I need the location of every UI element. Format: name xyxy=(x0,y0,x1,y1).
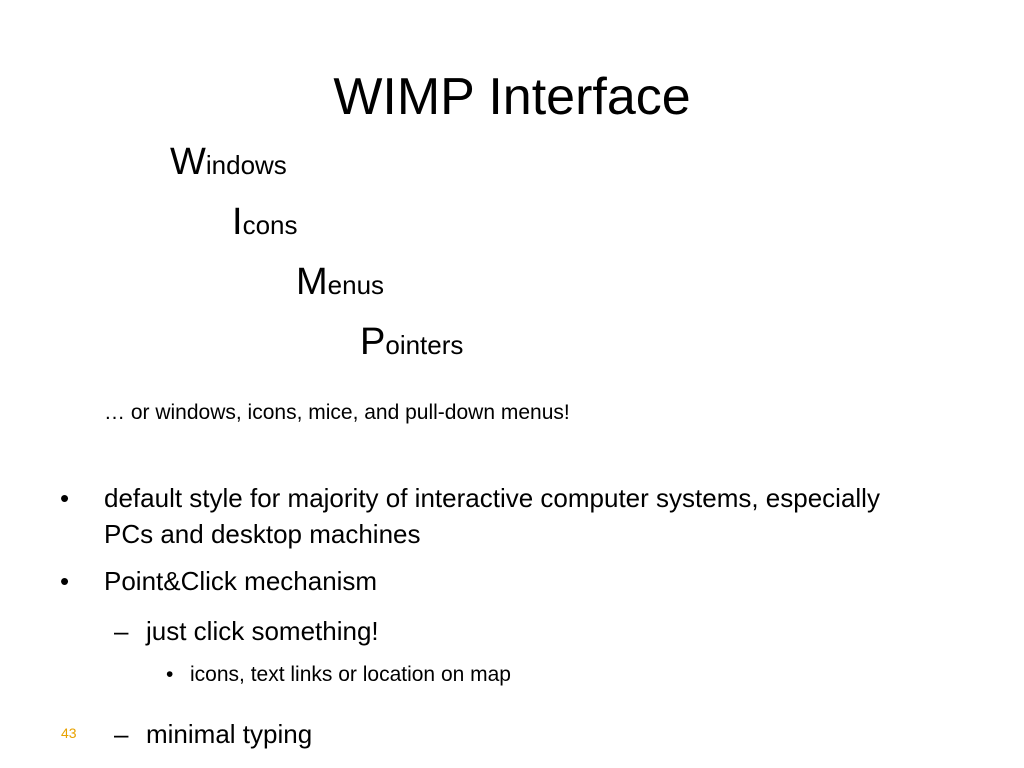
acronym-rest: indows xyxy=(205,150,287,180)
bullet-item: • Point&Click mechanism xyxy=(60,563,960,599)
bullet-marker: • xyxy=(166,663,174,686)
bullet-text: default style for majority of interactiv… xyxy=(104,483,880,549)
acronym-rest: cons xyxy=(242,210,298,240)
bullet-text: Point&Click mechanism xyxy=(104,566,378,596)
dash-marker: – xyxy=(114,719,129,749)
dash-marker: – xyxy=(114,616,129,646)
slide-title: WIMP Interface xyxy=(333,68,691,126)
sub-sub-bullet-text: icons, text links or location on map xyxy=(190,663,511,686)
sub-bullet-text: minimal typing xyxy=(146,719,313,749)
sub-bullet-item: – just click something! xyxy=(114,613,714,649)
acronym-letter: I xyxy=(232,201,243,243)
acronym-rest: enus xyxy=(327,270,385,300)
sub-sub-bullet-item: • icons, text links or location on map xyxy=(166,660,766,690)
acronym-letter: P xyxy=(360,321,386,363)
acronym-line-icons: Icons xyxy=(232,202,297,250)
bullet-marker: • xyxy=(60,483,70,513)
bullet-item: • default style for majority of interact… xyxy=(60,480,960,556)
acronym-letter: W xyxy=(170,141,206,183)
sub-bullet-text: just click something! xyxy=(146,616,379,646)
acronym-line-menus: Menus xyxy=(296,262,384,310)
tagline: … or windows, icons, mice, and pull-down… xyxy=(104,401,570,424)
acronym-line-pointers: Pointers xyxy=(360,322,463,370)
acronym-rest: ointers xyxy=(385,330,464,360)
sub-bullet-item: – minimal typing xyxy=(114,716,714,752)
bullet-marker: • xyxy=(60,566,70,596)
acronym-letter: M xyxy=(296,261,328,303)
acronym-line-windows: Windows xyxy=(170,142,287,190)
page-number: 43 xyxy=(61,725,77,741)
